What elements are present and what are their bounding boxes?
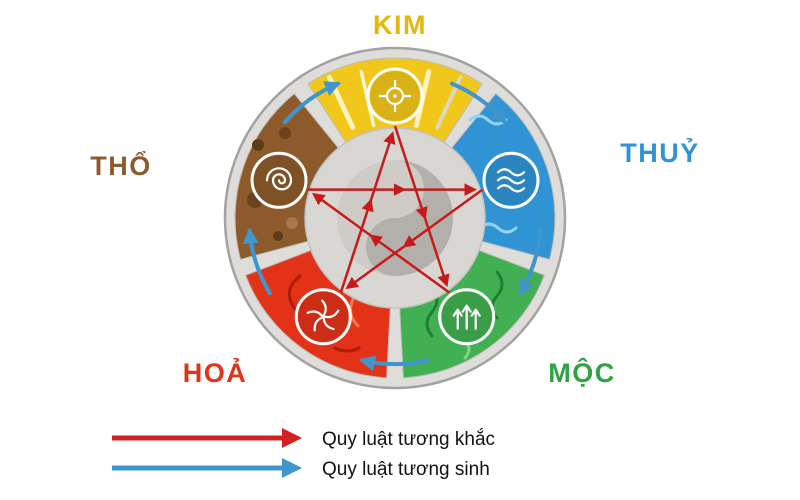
moc-badge <box>438 288 496 346</box>
water-waves-icon <box>496 168 526 193</box>
label-tho: THỔ <box>90 150 152 181</box>
sinh-arrow-tho-kim <box>282 81 341 125</box>
kim-badge <box>366 67 424 125</box>
hoa-badge <box>294 288 352 346</box>
generating-cycle-arrows <box>242 81 543 371</box>
tho-badge <box>250 151 308 209</box>
conquering-cycle-arrows <box>307 125 484 294</box>
sinh-legend-label: Quy luật tương sinh <box>322 459 490 480</box>
metal-coin-icon <box>379 80 411 112</box>
khac-legend-label: Quy luật tương khắc <box>322 428 495 450</box>
khac-arrow-hoa-kim <box>339 131 396 293</box>
sinh-arrow-thuy-moc <box>518 228 543 296</box>
khac-arrow-kim-moc <box>393 125 450 288</box>
legend-item-sinh: Quy luật tương sinh <box>112 458 490 480</box>
legend: Quy luật tương khắc Quy luật tương sinh <box>112 428 495 480</box>
label-moc: MỘC <box>548 357 616 388</box>
sinh-arrow-kim-thuy <box>450 81 508 125</box>
sinh-arrow-moc-hoa <box>358 355 430 371</box>
earth-spiral-icon <box>265 167 293 191</box>
sinh-arrow-hoa-tho <box>242 227 272 296</box>
fire-swirl-icon <box>306 299 340 332</box>
label-hoa: HOẢ <box>183 356 248 388</box>
label-kim: KIM <box>373 10 427 40</box>
khac-arrow-thuy-hoa <box>345 188 484 290</box>
legend-item-khac: Quy luật tương khắc <box>112 428 495 450</box>
thuy-badge <box>482 151 540 209</box>
growth-arrows-icon <box>452 304 481 330</box>
yin-yang-symbol <box>337 160 453 276</box>
label-thuy: THUỶ <box>620 136 700 168</box>
